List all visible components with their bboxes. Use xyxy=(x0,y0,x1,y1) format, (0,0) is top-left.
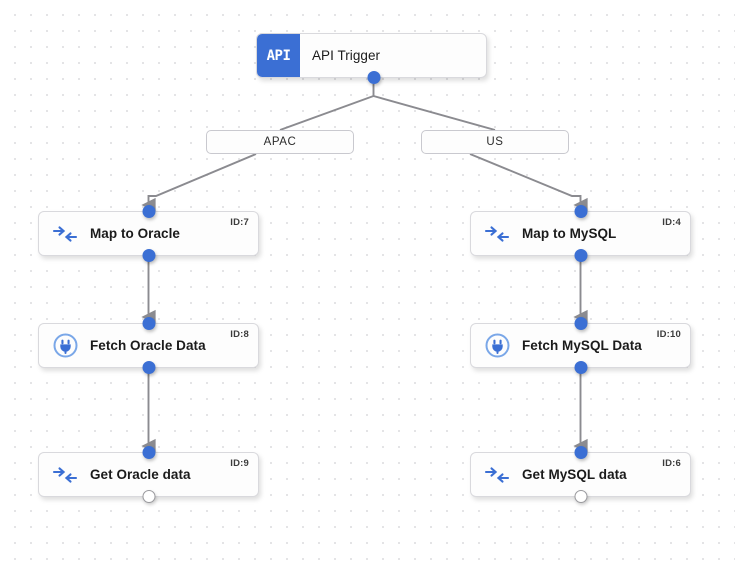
input-port[interactable] xyxy=(142,317,155,330)
map-transform-icon xyxy=(482,460,512,490)
node-label: Get MySQL data xyxy=(522,467,627,482)
map-transform-icon xyxy=(50,219,80,249)
input-port[interactable] xyxy=(142,205,155,218)
node-label: Map to Oracle xyxy=(90,226,180,241)
plug-connector-icon xyxy=(482,331,512,361)
output-port[interactable] xyxy=(574,249,587,262)
branch-label-text: US xyxy=(486,136,504,148)
input-port[interactable] xyxy=(574,205,587,218)
map-transform-icon xyxy=(482,219,512,249)
edge-us-map-mysql xyxy=(469,153,588,213)
edge-apac-map-oracle xyxy=(141,153,257,213)
output-port[interactable] xyxy=(142,249,155,262)
map-transform-icon xyxy=(50,460,80,490)
output-port-terminal[interactable] xyxy=(574,490,587,503)
node-id-badge: ID:7 xyxy=(230,217,249,228)
output-port[interactable] xyxy=(367,71,381,84)
node-map-to-oracle[interactable]: Map to Oracle ID:7 xyxy=(38,205,259,262)
edge-trigger-apac xyxy=(279,95,374,131)
branch-label-us[interactable]: US xyxy=(421,130,569,154)
api-badge-icon: API xyxy=(257,34,300,77)
edge-trigger-us xyxy=(373,95,496,131)
input-port[interactable] xyxy=(574,446,587,459)
input-port[interactable] xyxy=(142,446,155,459)
node-label: Fetch MySQL Data xyxy=(522,338,642,353)
node-label: Get Oracle data xyxy=(90,467,191,482)
api-badge-text: API xyxy=(266,47,291,64)
output-port-terminal[interactable] xyxy=(142,490,155,503)
node-get-mysql-data[interactable]: Get MySQL data ID:6 xyxy=(470,446,691,503)
plug-connector-icon xyxy=(50,331,80,361)
output-port[interactable] xyxy=(574,361,587,374)
node-fetch-mysql-data[interactable]: Fetch MySQL Data ID:10 xyxy=(470,317,691,374)
node-id-badge: ID:9 xyxy=(230,458,249,469)
node-fetch-oracle-data[interactable]: Fetch Oracle Data ID:8 xyxy=(38,317,259,374)
output-port[interactable] xyxy=(142,361,155,374)
node-map-to-mysql[interactable]: Map to MySQL ID:4 xyxy=(470,205,691,262)
branch-label-apac[interactable]: APAC xyxy=(206,130,354,154)
node-label: API Trigger xyxy=(312,48,381,63)
node-id-badge: ID:8 xyxy=(230,329,249,340)
branch-label-text: APAC xyxy=(263,136,297,148)
node-label: Map to MySQL xyxy=(522,226,617,241)
node-id-badge: ID:10 xyxy=(656,329,681,340)
node-get-oracle-data[interactable]: Get Oracle data ID:9 xyxy=(38,446,259,503)
node-api-trigger[interactable]: API API Trigger xyxy=(256,33,487,84)
input-port[interactable] xyxy=(574,317,587,330)
node-id-badge: ID:6 xyxy=(662,458,681,469)
node-label: Fetch Oracle Data xyxy=(90,338,206,353)
node-id-badge: ID:4 xyxy=(662,217,681,228)
